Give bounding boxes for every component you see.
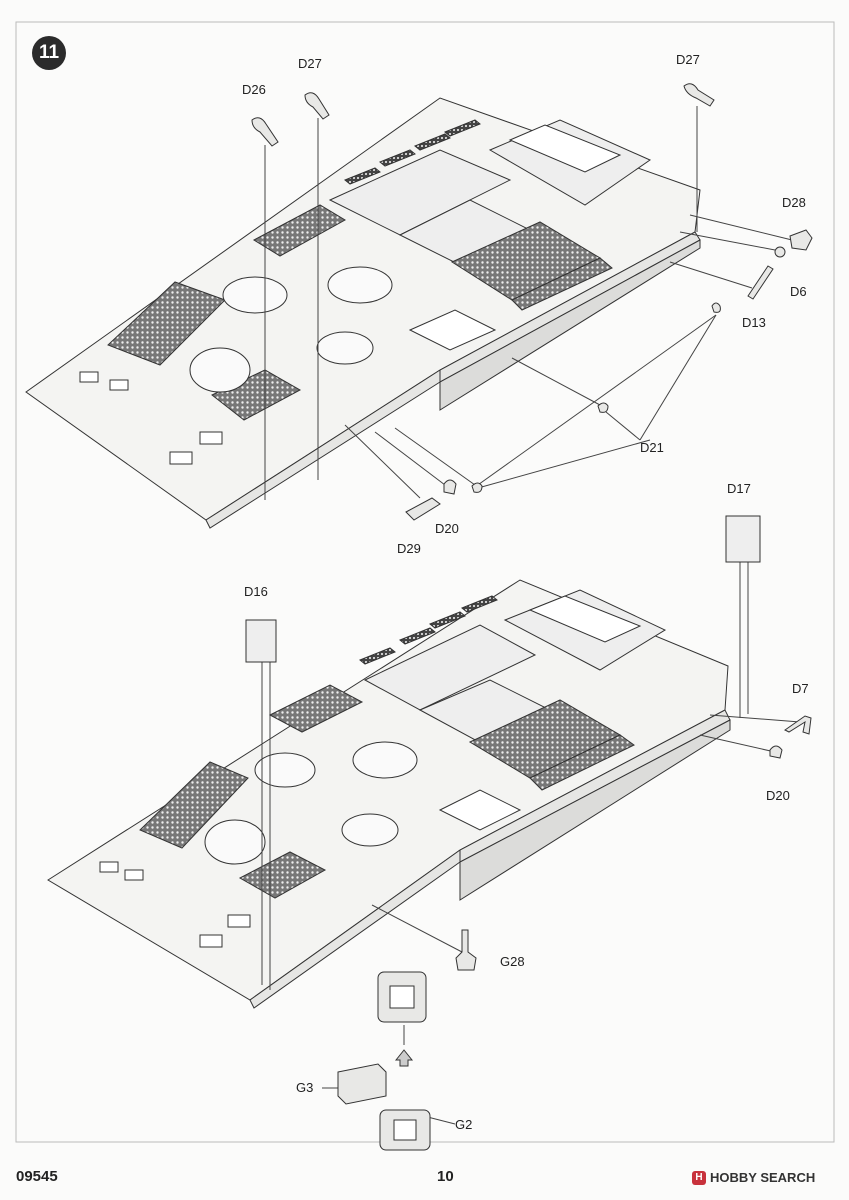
- part-label-d29: D29: [397, 541, 421, 556]
- part-d13: [747, 265, 774, 300]
- part-g3: [337, 1063, 387, 1105]
- hull-upper-bottom-assembly: [47, 579, 731, 1009]
- part-label-d21: D21: [640, 440, 664, 455]
- part-d17: [725, 515, 761, 563]
- part-d16: [245, 619, 277, 663]
- part-d28: [789, 229, 813, 251]
- part-d20-bottom: [769, 745, 783, 759]
- part-label-d13: D13: [742, 315, 766, 330]
- part-label-d26: D26: [242, 82, 266, 97]
- part-label-g2: G2: [455, 1117, 473, 1132]
- part-g28: [455, 929, 477, 971]
- part-label-d7: D7: [792, 681, 809, 696]
- part-label-d6: D6: [790, 284, 807, 299]
- part-d7: [784, 715, 812, 735]
- part-d26: [251, 117, 279, 147]
- watermark-text: HOBBY SEARCH: [710, 1170, 816, 1185]
- part-label-d20-bottom: D20: [766, 788, 790, 803]
- part-d21-hook: [711, 302, 721, 313]
- part-label-d16: D16: [244, 584, 268, 599]
- part-label-d17: D17: [727, 481, 751, 496]
- page-number: 10: [437, 1168, 454, 1185]
- part-label-d28: D28: [782, 195, 806, 210]
- part-label-g28: G28: [500, 954, 525, 969]
- part-d20: [443, 479, 457, 495]
- watermark: H HOBBY SEARCH: [692, 1170, 815, 1185]
- part-d27-right: [683, 83, 715, 107]
- assembly-leader-lines-bottom: [261, 560, 801, 1125]
- part-d21-a: [597, 402, 609, 413]
- part-d29: [405, 497, 441, 521]
- part-label-d27-right: D27: [676, 52, 700, 67]
- part-label-d27: D27: [298, 56, 322, 71]
- part-d21-b: [471, 482, 483, 493]
- hobby-search-logo-icon: H: [692, 1170, 706, 1185]
- part-label-d20: D20: [435, 521, 459, 536]
- product-code: 09545: [16, 1168, 58, 1185]
- part-label-g3: G3: [296, 1080, 314, 1095]
- parts-bottom: [245, 515, 812, 1151]
- hull-upper-top-assembly: [25, 97, 701, 529]
- assembly-arrow-icon: [394, 1049, 414, 1067]
- assembly-leader-lines-top: [264, 106, 793, 500]
- step-number-badge: 11: [32, 36, 66, 70]
- part-d6: [774, 246, 786, 258]
- part-d27-left: [304, 92, 330, 120]
- parts-top: [251, 83, 813, 521]
